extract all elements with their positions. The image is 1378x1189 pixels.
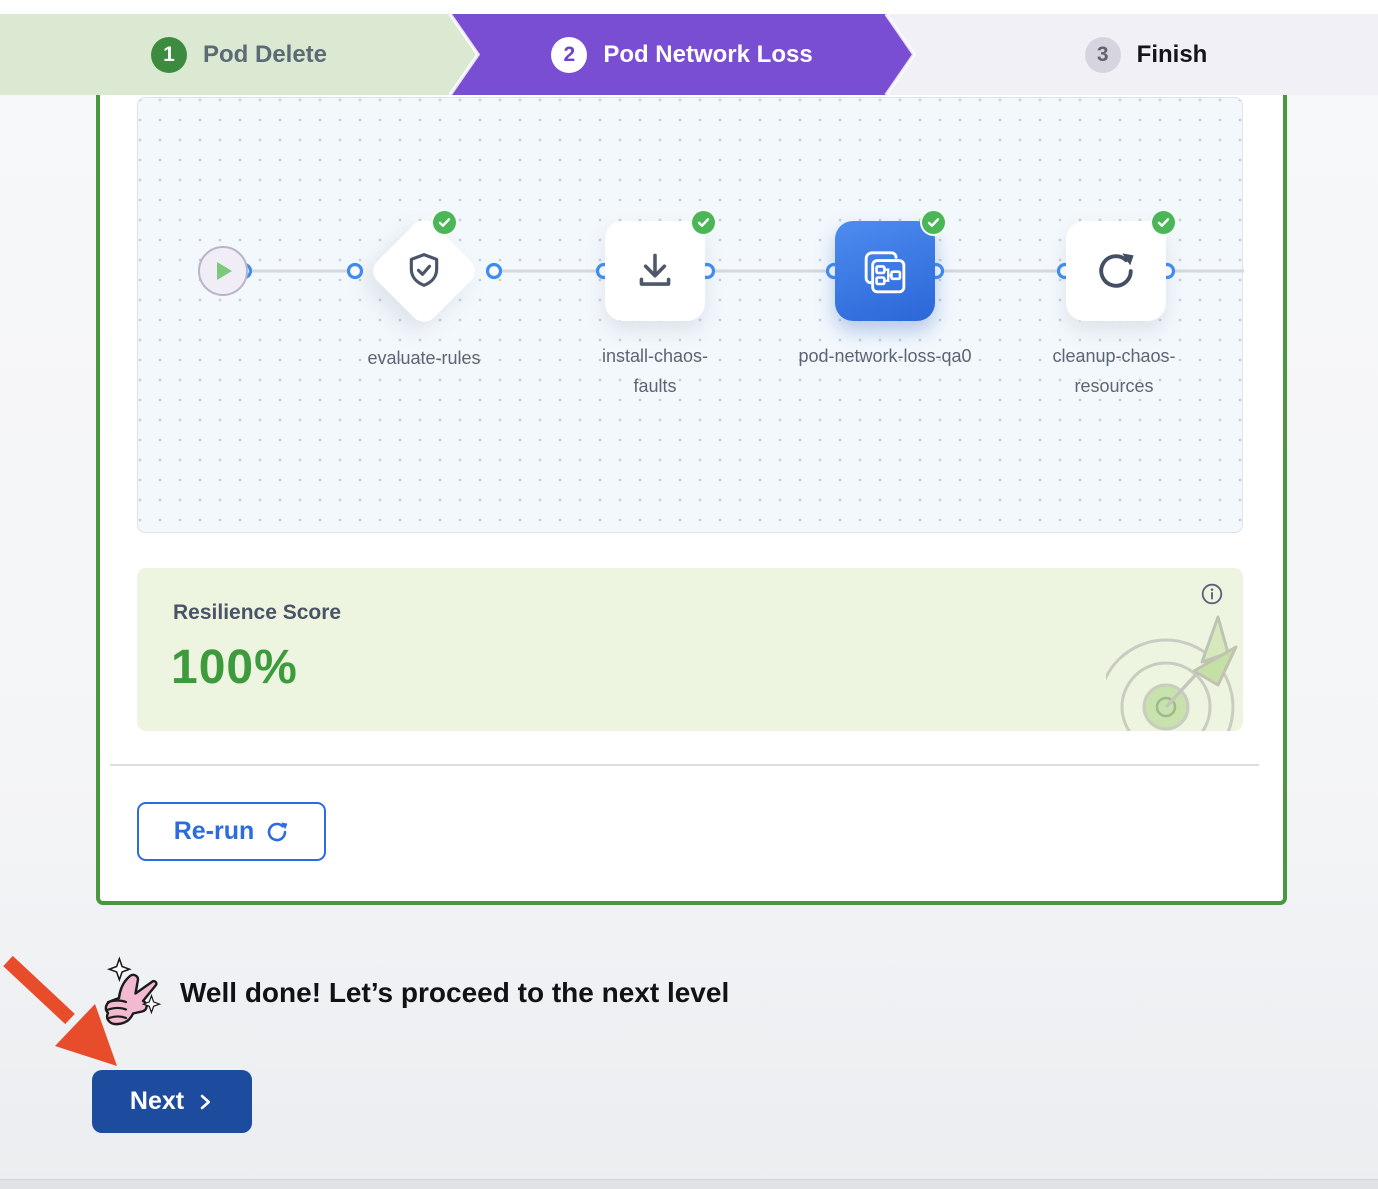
step-pod-network-loss[interactable]: 2 Pod Network Loss (478, 14, 886, 95)
divider (110, 764, 1259, 766)
check-icon (697, 218, 710, 227)
next-label: Next (129, 1087, 185, 1115)
step-label: Pod Network Loss (603, 40, 813, 68)
step-number-badge: 1 (150, 36, 187, 73)
node-install-chaos-faults[interactable] (605, 221, 705, 321)
resilience-score-value: 100% (171, 641, 298, 694)
stepper-chevrons (0, 14, 1378, 95)
step-number-badge: 3 (1084, 36, 1121, 73)
success-badge (1150, 209, 1177, 236)
check-icon (438, 218, 451, 227)
step-pod-delete[interactable]: 1 Pod Delete (0, 14, 478, 95)
node-evaluate-rules[interactable] (367, 214, 481, 328)
node-label: cleanup-chaos-resources (1052, 346, 1176, 396)
welldone-row (96, 954, 170, 1034)
rerun-button[interactable]: Re-run (137, 802, 326, 861)
chevron-right-icon (200, 1094, 211, 1109)
welldone-message: Well done! Let’s proceed to the next lev… (180, 977, 730, 1008)
check-icon (1157, 218, 1170, 227)
success-badge (920, 209, 947, 236)
bottom-strip (0, 1179, 1378, 1189)
success-badge (431, 209, 458, 236)
node-label: evaluate-rules (367, 348, 481, 368)
resilience-score-title: Resilience Score (173, 601, 342, 624)
rerun-refresh-icon (267, 821, 288, 841)
pipeline-canvas[interactable]: evaluate-rules install-chaos-faults (137, 97, 1244, 533)
top-strip (0, 0, 1378, 14)
target-dart-illustration (1106, 615, 1238, 731)
node-label: install-chaos-faults (601, 346, 709, 396)
node-pod-network-loss-qa0[interactable] (835, 221, 935, 321)
thumbs-up-illustration (104, 956, 162, 1026)
step-number-badge: 2 (551, 36, 588, 73)
rerun-label: Re-run (173, 817, 255, 845)
download-icon (639, 253, 671, 286)
resilience-score-card: Resilience Score 100% (137, 568, 1243, 731)
check-icon (927, 218, 940, 227)
refresh-icon (1099, 253, 1134, 288)
step-label: Finish (1136, 40, 1208, 68)
node-label: pod-network-loss-qa0 (798, 346, 972, 366)
step-finish[interactable]: 3 Finish (914, 14, 1378, 95)
node-cleanup-chaos-resources[interactable] (1066, 221, 1166, 321)
start-node[interactable] (198, 246, 248, 296)
shield-check-icon (409, 253, 439, 287)
info-icon[interactable] (1199, 582, 1225, 608)
play-icon (216, 262, 232, 280)
success-badge (690, 209, 717, 236)
chaos-experiment-icon (864, 251, 906, 294)
stepper: 1 Pod Delete 2 Pod Network Loss 3 Finish (0, 14, 1378, 95)
next-button[interactable]: Next (92, 1070, 252, 1133)
step-label: Pod Delete (202, 40, 328, 68)
